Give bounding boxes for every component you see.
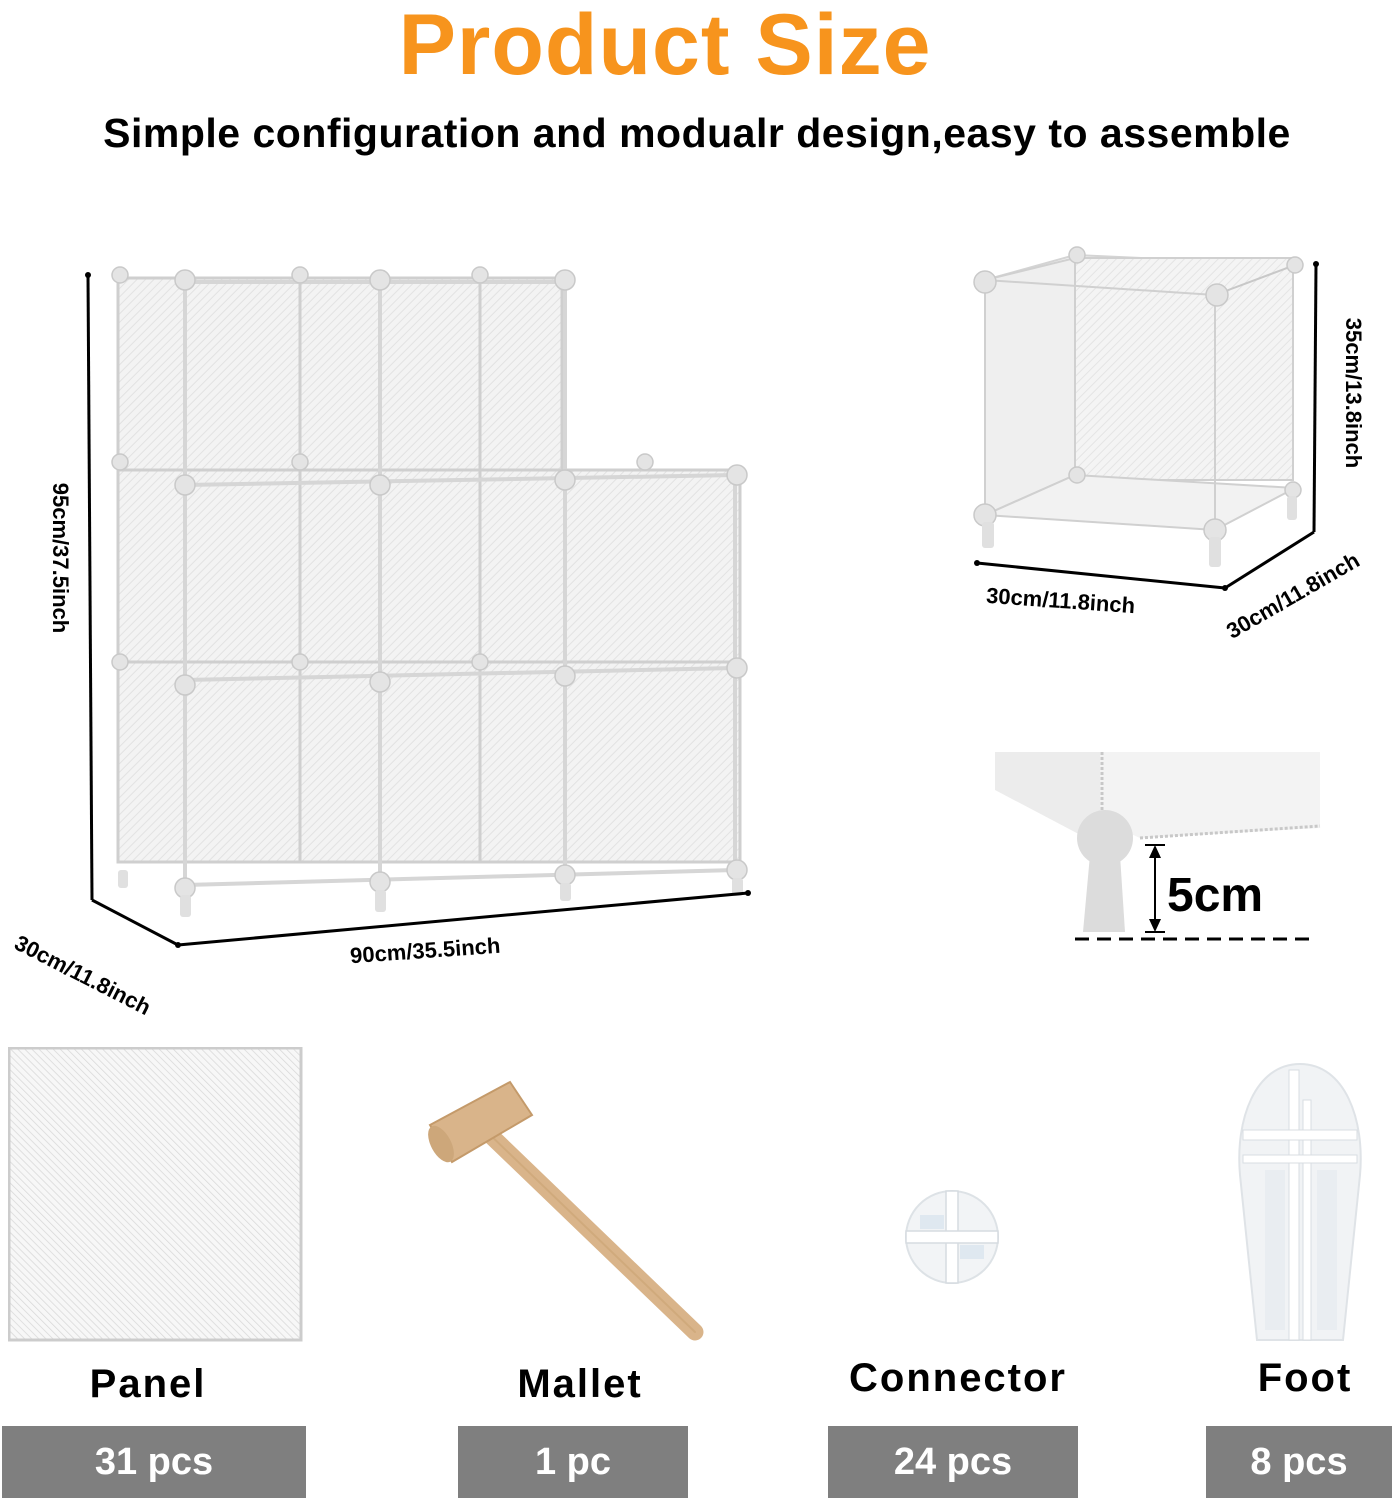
part-name-connector: Connector	[849, 1356, 1067, 1400]
foot-image	[1238, 1062, 1362, 1341]
main-height-label: 95cm/37.5inch	[48, 482, 73, 634]
count-foot: 8 pcs	[1250, 1440, 1348, 1483]
count-badge-mallet: 1 pc	[458, 1426, 688, 1498]
cube-height-label: 35cm/13.8inch	[1341, 317, 1366, 469]
panel-image	[8, 1047, 303, 1342]
count-connector: 24 pcs	[893, 1440, 1013, 1483]
count-badge-panel: 31 pcs	[2, 1426, 306, 1498]
count-mallet: 1 pc	[534, 1440, 612, 1483]
connector-image	[905, 1190, 999, 1284]
page-title: Product Size	[398, 0, 932, 93]
part-name-foot: Foot	[1257, 1356, 1353, 1400]
count-panel: 31 pcs	[94, 1440, 214, 1483]
foot-height-label: 5cm	[1167, 869, 1264, 922]
page-subtitle: Simple configuration and modualr design,…	[103, 110, 1291, 156]
count-badge-connector: 24 pcs	[828, 1426, 1078, 1498]
count-badge-foot: 8 pcs	[1206, 1426, 1392, 1498]
mallet-image	[428, 1080, 704, 1341]
foot-detail-illustration	[995, 752, 1321, 941]
part-name-panel: Panel	[89, 1362, 207, 1406]
cube-storage-illustration	[85, 266, 751, 948]
single-cube-illustration	[973, 246, 1319, 591]
part-name-mallet: Mallet	[517, 1362, 643, 1406]
